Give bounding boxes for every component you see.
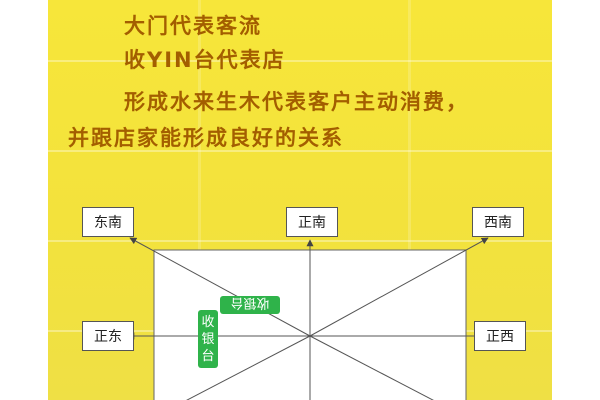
text-line-3: 形成水来生木代表客户主动消费，	[124, 90, 469, 114]
text-line-2: 收YIN台代表店	[124, 48, 286, 72]
shelf-line	[48, 150, 552, 152]
direction-west: 正西	[474, 321, 526, 351]
text-line-4: 并跟店家能形成良好的关系	[68, 126, 344, 150]
shelf-line	[48, 240, 552, 242]
shelf-post	[408, 0, 411, 400]
cashier-char: 收	[201, 314, 215, 330]
arrow-southwest	[309, 237, 489, 337]
line-northwest	[309, 335, 434, 400]
arrow-southeast	[129, 237, 311, 337]
feng-shui-poster: 大门代表客流 收YIN台代表店 形成水来生木代表客户主动消费， 并跟店家能形成良…	[48, 0, 552, 400]
cashier-label: 收 银 台	[198, 310, 218, 368]
direction-south: 正南	[286, 207, 338, 237]
shelf-post	[198, 0, 201, 400]
checkout-area-label: 收银台	[220, 296, 280, 314]
shelf-line	[48, 60, 552, 62]
line-northeast	[186, 335, 311, 400]
direction-east: 正东	[82, 321, 134, 351]
direction-southwest: 西南	[472, 207, 524, 237]
text-line-1: 大门代表客流	[124, 14, 262, 38]
cashier-char: 银	[201, 331, 215, 347]
cashier-char: 台	[201, 348, 215, 364]
direction-southeast: 东南	[82, 207, 134, 237]
